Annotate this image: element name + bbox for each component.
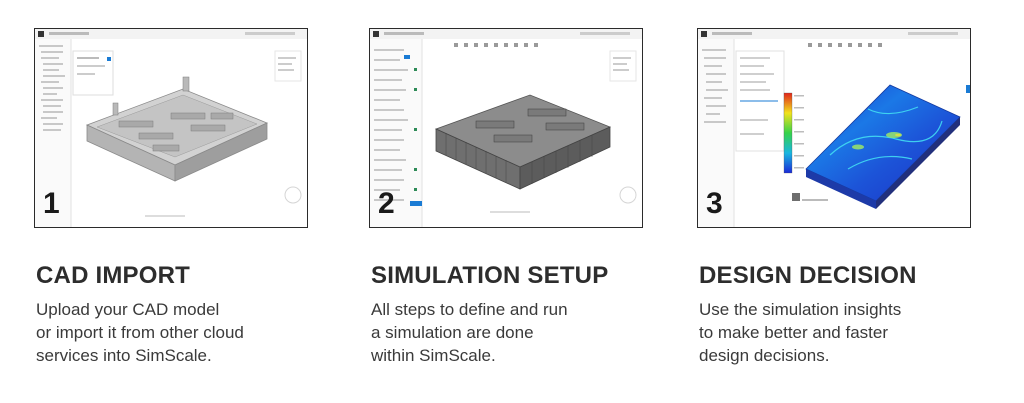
description-line: a simulation are done	[371, 323, 534, 342]
step-title: DESIGN DECISION	[699, 262, 917, 289]
simulation-setup-screenshot: 2	[369, 28, 643, 228]
mesh-model-thumbnail-icon	[370, 29, 642, 227]
result-contour-thumbnail-icon	[698, 29, 970, 227]
description-line: design decisions.	[699, 346, 830, 365]
cad-import-screenshot: 1	[34, 28, 308, 228]
description-line: Upload your CAD model	[36, 300, 220, 319]
description-line: to make better and faster	[699, 323, 888, 342]
step-number: 1	[43, 187, 60, 220]
design-decision-screenshot: 3	[697, 28, 971, 228]
step-description: All steps to define and run a simulation…	[371, 298, 651, 367]
description-line: All steps to define and run	[371, 300, 568, 319]
description-line: services into SimScale.	[36, 346, 212, 365]
description-line: or import it from other cloud	[36, 323, 244, 342]
cad-model-thumbnail-icon	[35, 29, 307, 227]
step-title: CAD IMPORT	[36, 262, 190, 289]
step-description: Upload your CAD model or import it from …	[36, 298, 316, 367]
step-number: 3	[706, 187, 723, 220]
description-line: Use the simulation insights	[699, 300, 902, 319]
step-title: SIMULATION SETUP	[371, 262, 609, 289]
step-description: Use the simulation insights to make bett…	[699, 298, 979, 367]
description-line: within SimScale.	[371, 346, 496, 365]
step-number: 2	[378, 187, 395, 220]
